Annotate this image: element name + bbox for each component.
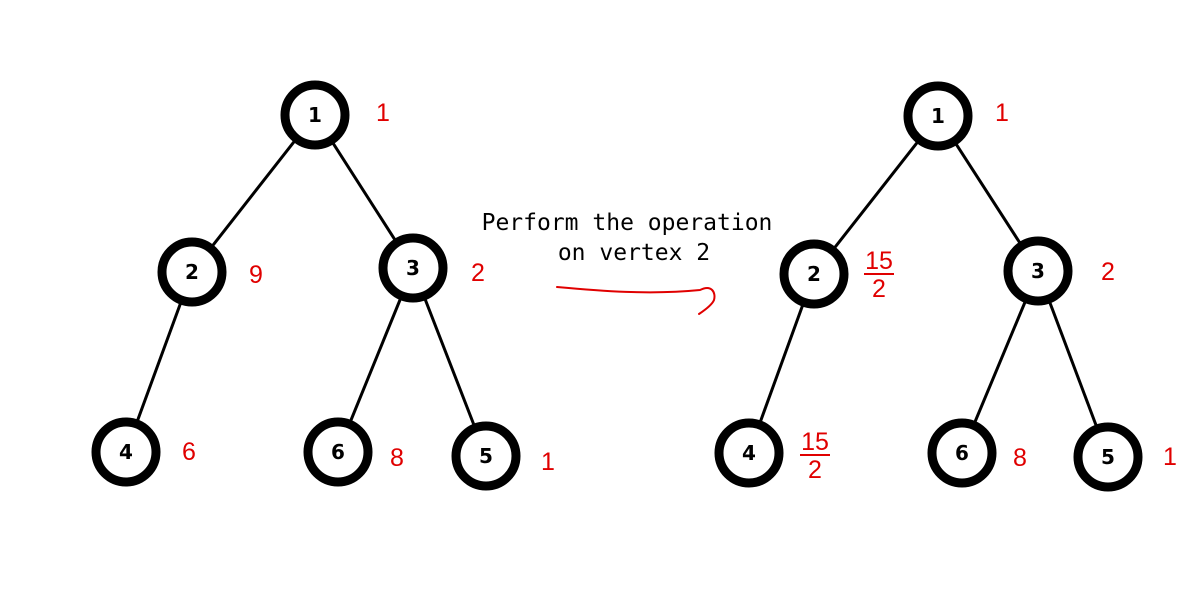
node-circle xyxy=(280,80,350,150)
after-value-5: 1 xyxy=(1163,443,1177,471)
node-circle xyxy=(451,421,521,491)
node-circle xyxy=(927,418,997,488)
after-node-3: 3 xyxy=(1003,236,1073,306)
caption-line-1: Perform the operation xyxy=(482,210,773,236)
node-circle xyxy=(303,417,373,487)
after-value-3: 2 xyxy=(1101,258,1115,286)
before-node-3: 3 xyxy=(378,233,448,303)
node-id-label: 1 xyxy=(931,104,945,128)
before-node-4: 4 xyxy=(91,417,161,487)
node-circle xyxy=(91,417,161,487)
node-id-label: 5 xyxy=(479,444,493,468)
after-node-2: 2 xyxy=(779,239,849,309)
node-id-label: 2 xyxy=(807,262,821,286)
node-circle xyxy=(378,233,448,303)
before-value-1: 1 xyxy=(376,99,390,127)
after-node-5: 5 xyxy=(1073,422,1143,492)
before-value-4: 6 xyxy=(182,438,196,466)
node-circle xyxy=(714,418,784,488)
node-id-label: 2 xyxy=(185,260,199,284)
operation-arrow xyxy=(556,286,716,315)
before-node-6: 6 xyxy=(303,417,373,487)
after-node-4: 4 xyxy=(714,418,784,488)
node-id-label: 6 xyxy=(955,441,969,465)
before-value-6: 8 xyxy=(390,444,404,472)
after-node-6: 6 xyxy=(927,418,997,488)
after-value-fraction-2: 152 xyxy=(864,247,894,303)
before-node-2: 2 xyxy=(157,237,227,307)
before-value-5: 1 xyxy=(541,448,555,476)
fraction-numerator: 15 xyxy=(801,428,829,456)
before-value-2: 9 xyxy=(249,261,263,289)
after-value-6: 8 xyxy=(1013,444,1027,472)
node-circle xyxy=(1003,236,1073,306)
after-value-fraction-4: 152 xyxy=(800,428,830,484)
tree-before: 1 1 2 9 3 2 4 6 6 8 5 1 xyxy=(91,80,555,491)
node-id-label: 6 xyxy=(331,440,345,464)
node-id-label: 5 xyxy=(1101,445,1115,469)
after-value-1: 1 xyxy=(995,99,1009,127)
fraction-denominator: 2 xyxy=(872,275,886,303)
node-id-label: 1 xyxy=(308,103,322,127)
fraction-numerator: 15 xyxy=(865,247,893,275)
before-node-5: 5 xyxy=(451,421,521,491)
node-id-label: 3 xyxy=(1031,259,1045,283)
after-node-1: 1 xyxy=(903,81,973,151)
node-id-label: 3 xyxy=(406,256,420,280)
before-value-3: 2 xyxy=(471,259,485,287)
fraction-denominator: 2 xyxy=(808,456,822,484)
node-circle xyxy=(903,81,973,151)
caption-line-2: on vertex 2 xyxy=(558,240,710,266)
node-id-label: 4 xyxy=(742,441,756,465)
node-id-label: 4 xyxy=(119,440,133,464)
node-circle xyxy=(779,239,849,309)
node-circle xyxy=(157,237,227,307)
node-circle xyxy=(1073,422,1143,492)
before-node-1: 1 xyxy=(280,80,350,150)
